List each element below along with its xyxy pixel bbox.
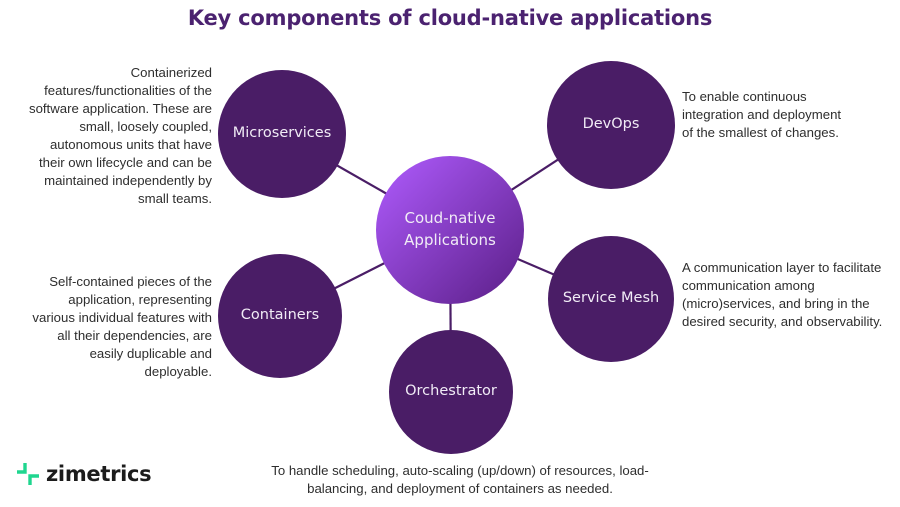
description-devops: To enable continuous integration and dep… xyxy=(682,89,842,140)
center-node-circle xyxy=(376,156,524,304)
description-service-mesh: A communication layer to facilitate comm… xyxy=(682,260,883,329)
node-containers-label: Containers xyxy=(240,307,320,324)
center-node-label: Coud-native Applications xyxy=(376,190,524,270)
zimetrics-logo: zimetrics xyxy=(16,462,152,486)
zimetrics-logo-text: zimetrics xyxy=(46,462,152,486)
description-containers: Self-contained pieces of the application… xyxy=(32,274,212,379)
node-devops-circle xyxy=(547,61,675,189)
zimetrics-cross-icon xyxy=(17,463,39,485)
node-devops-label: DevOps xyxy=(582,116,640,133)
node-service-mesh-label: Service Mesh xyxy=(562,290,660,307)
node-orchestrator-circle xyxy=(389,330,513,454)
center-node-label-line2: Applications xyxy=(404,231,496,249)
description-orchestrator: To handle scheduling, auto-scaling (up/d… xyxy=(271,463,649,496)
node-containers-circle xyxy=(218,254,342,378)
node-microservices-circle xyxy=(218,70,346,198)
node-orchestrator-label: Orchestrator xyxy=(405,383,497,400)
center-node-label-line1: Coud-native xyxy=(404,209,496,228)
node-service-mesh-circle xyxy=(548,236,674,362)
description-microservices: Containerized features/functionalities o… xyxy=(28,65,212,206)
diagram-title: Key components of cloud-native applicati… xyxy=(187,6,713,30)
node-microservices-label: Microservices xyxy=(232,125,332,142)
